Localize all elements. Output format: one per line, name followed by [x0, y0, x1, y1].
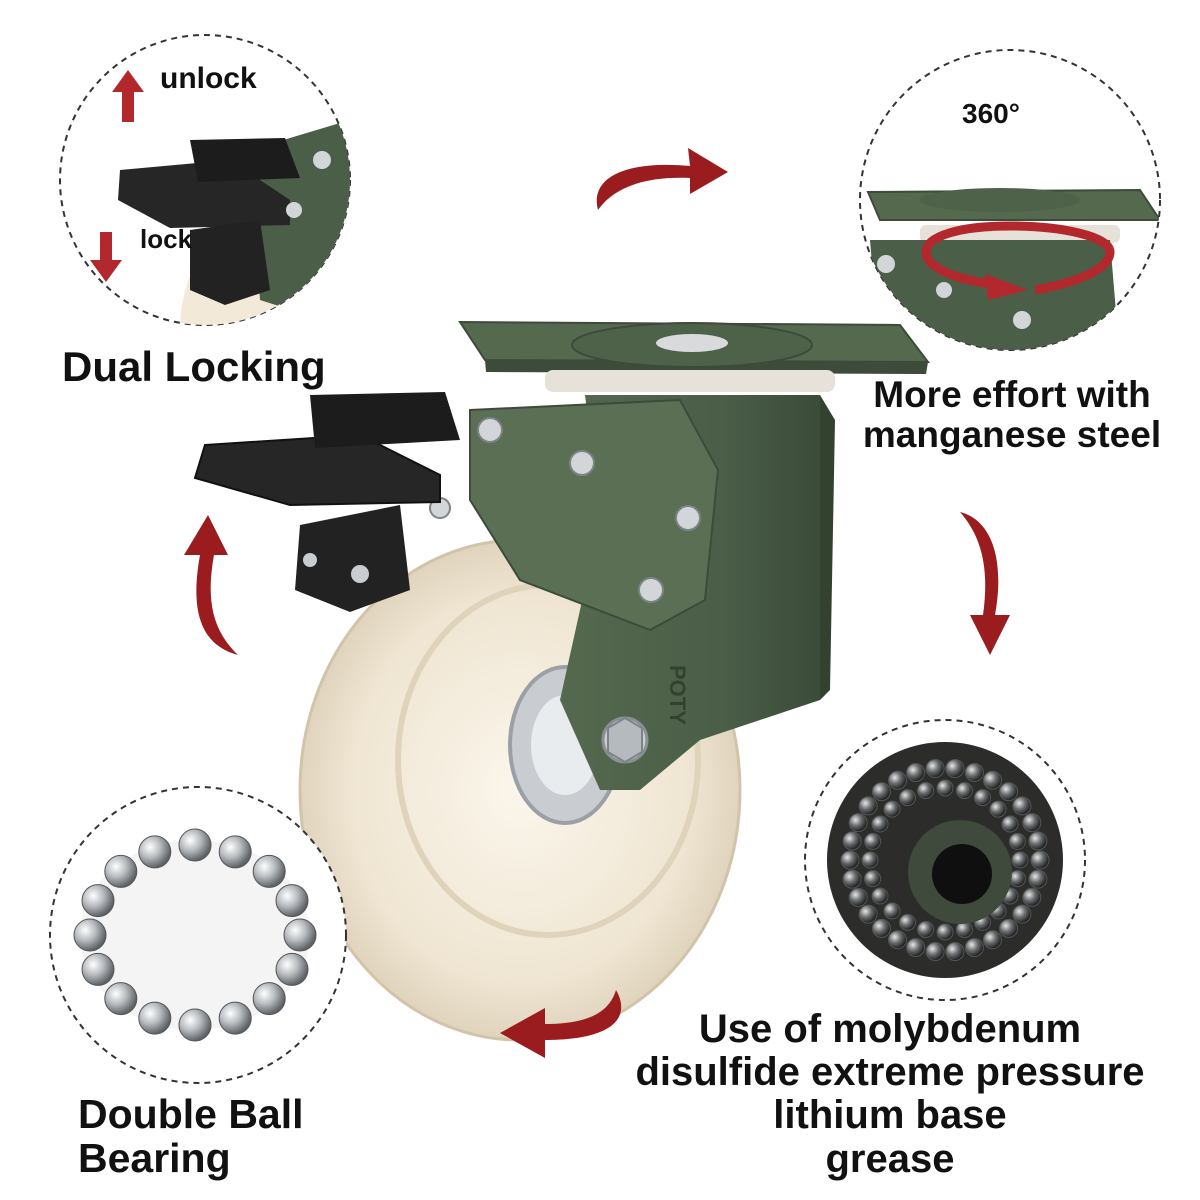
bearing-ball [848, 887, 868, 907]
bearing-ball [888, 930, 907, 950]
bearing-ball [871, 782, 891, 802]
bearing-ball [974, 789, 991, 807]
lock-label: lock [140, 224, 193, 254]
bearing-ball [983, 770, 1002, 790]
top-plate [458, 320, 931, 392]
grease-line-1: Use of molybdenum [698, 1007, 1082, 1051]
bearing-ball [989, 800, 1007, 818]
bearing-ball [73, 918, 107, 952]
manganese-line-2: manganese steel [862, 413, 1162, 455]
down-arrow-icon [90, 232, 122, 282]
bearing-ball [871, 887, 889, 905]
bearing-ball [104, 982, 138, 1016]
curved-arrow-icon [960, 512, 1010, 655]
bearing-ball [999, 918, 1019, 938]
curved-arrow-icon [596, 148, 728, 210]
bearing-ball [178, 1008, 212, 1042]
bearing-ball [283, 918, 317, 952]
grease-line-2: disulfide extreme pressure [635, 1050, 1145, 1095]
bearing-ball [275, 952, 309, 986]
bearing-ball [964, 938, 984, 957]
bearing-ball [945, 759, 965, 778]
bearing-ball [906, 938, 926, 957]
bearing-ball [138, 1001, 172, 1035]
double-ball-bearing-label: Double Ball Bearing [78, 1092, 304, 1181]
double-ball-line-1: Double Ball [78, 1091, 304, 1137]
bearing-ball [252, 982, 286, 1016]
up-arrow-icon [112, 70, 144, 122]
callout-double-ball-bearing [49, 786, 347, 1084]
bearing-ball [1012, 796, 1032, 816]
bearing-ball [81, 884, 115, 918]
bearing-ball [899, 789, 916, 807]
bearing-ball [1030, 850, 1050, 870]
bearing-ball [1022, 813, 1042, 833]
bearing-ring [73, 828, 317, 1042]
bearing-ball [1011, 851, 1029, 869]
grease-line-4: grease [825, 1136, 955, 1181]
grease-label: Use of molybdenum disulfide extreme pres… [590, 1007, 1190, 1181]
bearing-ball [842, 831, 862, 851]
bearing-ball [925, 942, 945, 961]
bearing-ball [871, 815, 889, 833]
bearing-ball [945, 942, 965, 961]
bearing-ball [864, 870, 882, 888]
bearing-ball [178, 828, 212, 862]
callout-swivel-360 [859, 49, 1161, 351]
bearing-ball [925, 759, 945, 778]
curved-arrow-icon [500, 990, 622, 1058]
bearing-ball [104, 854, 138, 888]
bearing-ball [871, 918, 891, 938]
bearing-ball [81, 952, 115, 986]
double-ball-line-2: Bearing [78, 1135, 231, 1182]
bearing-ball [936, 779, 954, 797]
bearing-ball [1028, 869, 1048, 889]
bearing-ball [1001, 815, 1019, 833]
bearing-ball [861, 851, 879, 869]
brake-pedal [193, 392, 460, 612]
bearing-ball [218, 835, 252, 869]
bearing-ball [864, 832, 882, 850]
bearing-ball [840, 850, 860, 870]
bearing-ball [842, 869, 862, 889]
bearing-ball [917, 921, 935, 938]
unlock-label: unlock [160, 62, 257, 95]
bearing-ball [138, 835, 172, 869]
bearing-ball [218, 1001, 252, 1035]
bearing-ball [275, 884, 309, 918]
bearing-ball [999, 782, 1019, 802]
curved-arrow-icon [184, 515, 238, 655]
bearing-ball [1022, 887, 1042, 907]
bearing-ball [964, 763, 984, 782]
bearing-ball [883, 902, 901, 920]
manganese-steel-label: More effort with manganese steel [842, 375, 1182, 455]
bearing-ball [888, 770, 907, 790]
bearing-ball [252, 854, 286, 888]
callout-dual-locking [59, 34, 351, 326]
bearing-ball [858, 904, 878, 924]
bearing-ball [858, 796, 878, 816]
bearing-ball [955, 782, 973, 799]
bearing-ball [848, 813, 868, 833]
bearing-ball [983, 930, 1002, 950]
rotation-arrow-icon [921, 221, 1115, 300]
bearing-ball [917, 782, 935, 799]
side-plate [429, 398, 720, 632]
bearing-ball [1008, 832, 1026, 850]
manganese-line-1: More effort with [873, 374, 1151, 415]
rotation-label: 360° [962, 98, 1020, 129]
bearing-ball [936, 923, 954, 941]
brand-mark: POTY [665, 665, 690, 725]
callout-grease [804, 719, 1086, 1001]
bearing-ball [899, 913, 916, 931]
grease-line-3: lithium base [773, 1093, 1007, 1138]
bearing-ball [906, 763, 926, 782]
bearing-ball [883, 800, 901, 818]
bearing-ball [1012, 904, 1032, 924]
bearing-ball [1028, 831, 1048, 851]
dual-locking-label: Dual Locking [62, 343, 326, 390]
